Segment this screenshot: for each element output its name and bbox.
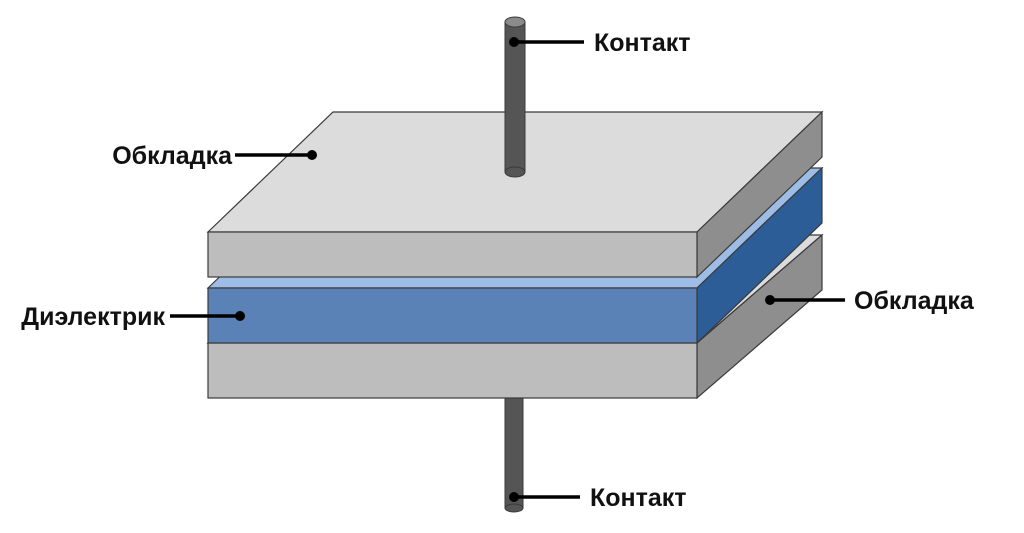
leader-dielectric: Диэлектрик (21, 303, 245, 331)
label-contact-bottom: Контакт (590, 484, 687, 512)
label-dielectric: Диэлектрик (21, 303, 165, 331)
leader-contact-top: Контакт (509, 29, 691, 57)
leader-plate-top: Обкладка (112, 142, 317, 170)
bottom-contact-rod (504, 397, 524, 513)
label-plate-bottom: Обкладка (854, 287, 975, 315)
leader-plate-bottom: Обкладка (765, 287, 975, 315)
label-contact-top: Контакт (594, 29, 691, 57)
top-contact-rod (504, 16, 526, 178)
label-plate-top: Обкладка (112, 142, 233, 170)
leader-contact-bottom: Контакт (509, 484, 687, 512)
